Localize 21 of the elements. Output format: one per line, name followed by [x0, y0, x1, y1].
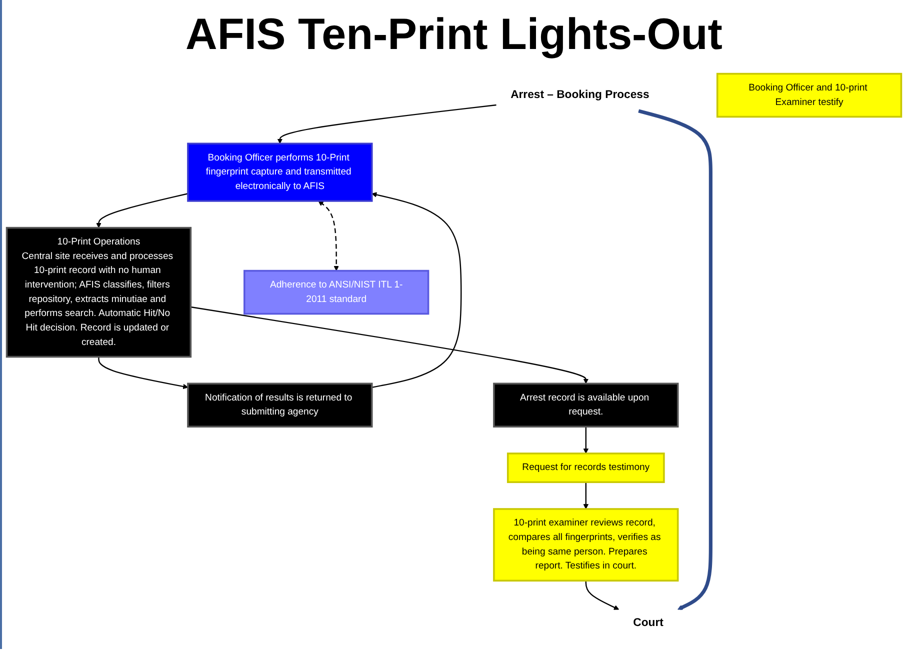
arrow: [318, 201, 339, 272]
arrow: [190, 306, 589, 384]
node-box: Notification of results is returned to submitting agency: [187, 382, 373, 428]
node-box: Request for records testimony: [506, 452, 665, 484]
node-text: Arrest – Booking Process: [510, 88, 650, 102]
node-box: Arrest record is available upon request.: [493, 382, 679, 428]
node-box: Booking Officer and 10-print Examiner testify: [716, 73, 902, 118]
node-box: 10-Print Operations Central site receives and processes 10-print record with no human intervention; AFIS classifies, filters repository, extracts minutiae and performs search. Automatic Hit/No Hit decision. Record is updated or created.: [6, 227, 192, 358]
arrow: [96, 193, 188, 228]
arrow: [277, 104, 496, 144]
arrow: [585, 580, 620, 610]
node-box: Booking Officer performs 10-Print fingerprint capture and transmitted electronically to AFIS: [187, 142, 373, 202]
node-text: Court: [633, 616, 664, 630]
arrow: [98, 356, 188, 390]
arrow: [638, 109, 712, 610]
arrow: [583, 426, 589, 454]
arrow: [372, 192, 462, 388]
diagram-title: AFIS Ten-Print Lights-Out: [186, 10, 722, 60]
arrow: [583, 482, 589, 510]
node-box: 10-print examiner reviews record, compares all fingerprints, verifies as being same person. Prepares report. Testifies in court.: [493, 508, 679, 582]
node-box: Adherence to ANSI/NIST ITL 1-2011 standard: [244, 270, 430, 315]
